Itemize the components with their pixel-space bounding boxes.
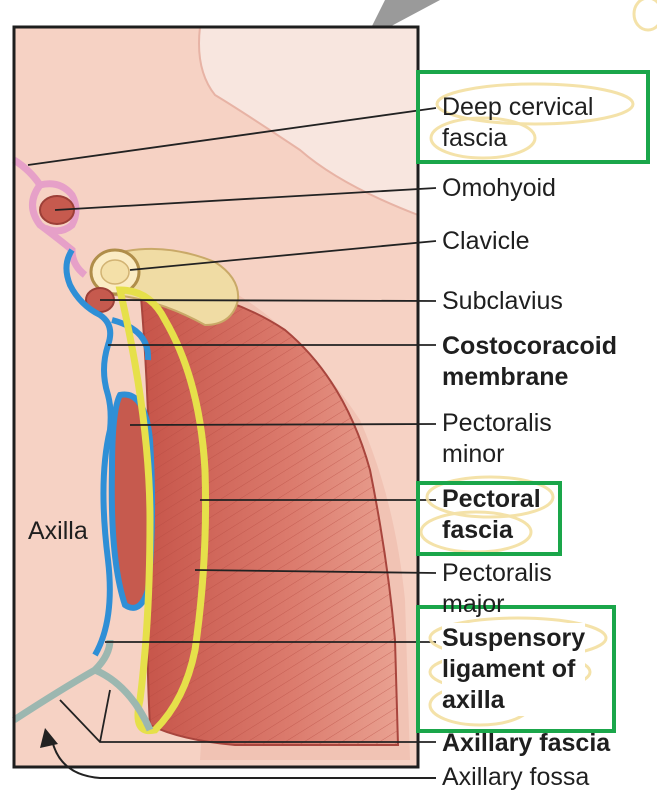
label-pectoralis-minor: Pectoralis minor (442, 409, 552, 468)
highlight-boxes (416, 70, 650, 733)
label-suspensory-ligament-of-axilla: Suspensory ligament of axilla (442, 623, 586, 716)
leader-lines (27, 107, 437, 743)
costocoracoid-membrane-layer (63, 248, 156, 657)
label-deep-cervical-fascia: Deep cervical fascia (442, 93, 594, 152)
label-clavicle: Clavicle (442, 227, 530, 255)
label-pectoral-fascia: Pectoral fascia (442, 485, 541, 544)
label-axilla: Axilla (28, 517, 88, 545)
pectoral-fascia-layer (115, 286, 210, 735)
label-subclavius: Subclavius (442, 287, 563, 315)
label-pectoralis-major: Pectoralis major (442, 559, 552, 618)
curved-arrow-icon (40, 728, 436, 779)
diagram-frame (12, 25, 420, 769)
pectoralis-major-muscle (138, 283, 400, 746)
label-axillary-fascia: Axillary fascia (442, 729, 611, 757)
label-costocoracoid-membrane: Costocoracoid membrane (442, 332, 618, 391)
deep-cervical-fascia-layer (12, 157, 88, 278)
label-axillary-fossa: Axillary fossa (442, 763, 590, 791)
label-omohyoid: Omohyoid (442, 174, 556, 202)
